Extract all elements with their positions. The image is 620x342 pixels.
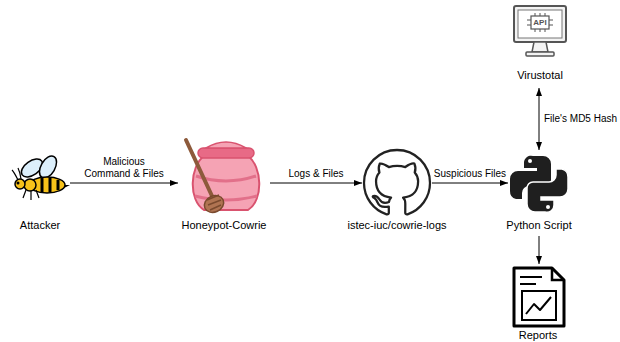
flow-arrow <box>539 88 540 150</box>
flow-arrow <box>539 236 540 264</box>
chart-line <box>526 297 551 314</box>
bee-leg <box>23 190 39 200</box>
dipper-groove <box>207 195 221 210</box>
node-label: Reports <box>519 329 558 342</box>
flow-arrow <box>70 183 178 184</box>
monitor-icon <box>514 6 566 56</box>
icon-node: Python Script <box>510 155 568 213</box>
monitor-screen <box>518 10 562 38</box>
document-outline <box>514 268 564 326</box>
pot-band <box>195 196 257 200</box>
edge-label: Logs & Files <box>271 168 361 180</box>
edge-label: Suspicious Files <box>425 168 515 180</box>
chip-pins <box>527 13 553 32</box>
report-icon <box>514 268 564 326</box>
python-icon <box>510 156 568 213</box>
bee-antenna <box>12 168 21 180</box>
pot-body <box>193 156 260 210</box>
bee-thorax <box>24 179 36 191</box>
document-lines <box>520 277 542 284</box>
github-icon <box>364 150 430 214</box>
node-label: istec-iuc/cowrie-logs <box>347 219 446 232</box>
edge-label: File's MD5 Hash <box>544 113 617 125</box>
chart-frame <box>522 291 556 320</box>
dipper-head <box>202 193 227 216</box>
node-label: Attacker <box>20 219 60 232</box>
edge-label: Malicious Command & Files <box>79 156 169 180</box>
python-eye <box>546 205 550 209</box>
bee-stripe <box>49 178 52 192</box>
flow-arrow <box>270 183 362 184</box>
icon-node: Virustotal <box>512 4 568 60</box>
flow-arrow <box>432 183 508 184</box>
node-label: Virustotal <box>517 69 563 82</box>
bee-eye <box>17 182 20 185</box>
monitor-frame <box>514 6 566 42</box>
icon-node: Attacker <box>12 158 68 208</box>
icon-node: Reports <box>510 266 566 328</box>
pot-rim <box>198 148 254 158</box>
api-chip <box>531 16 549 29</box>
github-mark <box>364 150 430 214</box>
dipper-stick <box>186 140 212 196</box>
monitor-stand <box>532 42 548 52</box>
icon-node: Honeypot-Cowrie <box>180 138 268 216</box>
python-eye <box>528 159 532 163</box>
monitor-base <box>526 52 554 56</box>
icon-node: istec-iuc/cowrie-logs <box>364 150 430 216</box>
icon-text: API <box>533 18 546 27</box>
bee-stripe <box>57 180 60 190</box>
python-snake <box>527 169 568 212</box>
honeypot-icon <box>186 140 259 215</box>
document-fold <box>552 268 564 280</box>
node-label: Python Script <box>506 219 571 232</box>
bee-stripe <box>41 178 44 192</box>
bee-icon <box>12 153 70 200</box>
bee-head <box>15 179 25 189</box>
pot-lid <box>206 142 246 148</box>
node-label: Honeypot-Cowrie <box>182 219 267 232</box>
